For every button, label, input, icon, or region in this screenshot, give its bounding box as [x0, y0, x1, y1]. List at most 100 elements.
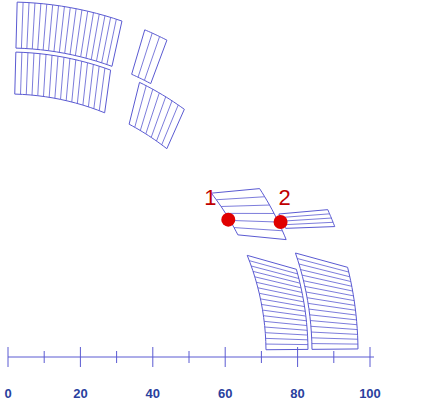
cable-strand [77, 61, 81, 103]
cable-strand [21, 2, 23, 48]
callout-dot [274, 215, 288, 229]
cable-strand [306, 292, 354, 301]
coil-block [247, 255, 308, 349]
axis-number: 100 [359, 387, 381, 400]
axis-tick [261, 351, 262, 363]
cable-strand [43, 4, 47, 50]
axis-number: 80 [290, 387, 304, 400]
cable-strand [297, 259, 348, 273]
axis-line [8, 357, 374, 358]
cable-strand [266, 338, 308, 339]
cable-strand [310, 321, 357, 325]
cable-strand [94, 66, 99, 109]
axis-number: 40 [146, 387, 160, 400]
coil-block [211, 189, 286, 240]
cable-strand [140, 89, 152, 130]
cable-strand [281, 214, 330, 218]
axis-tick [152, 347, 153, 367]
axis-tick [297, 347, 298, 367]
cable-strand [302, 275, 352, 286]
cable-strand [49, 55, 52, 97]
cable-strand [282, 218, 331, 221]
axis-tick [370, 347, 371, 367]
cable-strand [138, 33, 152, 77]
cable-strand [312, 343, 358, 345]
callout-dot [221, 213, 235, 227]
axis-tick [116, 351, 117, 363]
cable-strand [259, 293, 304, 302]
axis-number: 60 [218, 387, 232, 400]
cable-strand [21, 52, 22, 94]
cable-strand [38, 4, 41, 50]
coil-block [132, 30, 167, 84]
cable-strand [61, 57, 64, 99]
coil-block [129, 82, 184, 148]
coil-block [16, 2, 122, 66]
axis-number: 0 [4, 387, 11, 400]
cable-strand [226, 213, 275, 214]
cable-strand [144, 37, 159, 81]
cable-strand [151, 97, 166, 138]
cable-strand [263, 316, 306, 321]
cable-strand [221, 205, 269, 206]
cable-strand [249, 261, 297, 274]
cable-strand [234, 228, 282, 231]
cable-strand [266, 344, 308, 346]
cable-strand [135, 86, 146, 128]
axis-tick [44, 351, 45, 363]
cable-strand [26, 53, 28, 95]
cable-strand [256, 282, 302, 292]
callout-number: 2 [278, 187, 290, 209]
scale-axis [8, 347, 374, 367]
cable-strand [265, 333, 307, 335]
cable-strand [83, 63, 88, 105]
cable-strand [260, 299, 304, 307]
callout-number: 1 [204, 187, 216, 209]
axis-tick [8, 347, 9, 367]
cable-strand [305, 286, 354, 295]
cable-strand [72, 60, 76, 102]
cable-strand [70, 9, 76, 55]
cable-strand [307, 298, 355, 306]
cable-strand [49, 5, 53, 51]
cable-strand [107, 19, 116, 64]
cable-strand [55, 56, 58, 98]
coil-block [279, 210, 335, 229]
coil-block [295, 253, 358, 349]
cable-strand [27, 3, 29, 49]
cable-strand [263, 310, 306, 316]
cable-strand [59, 7, 64, 53]
cable-strand [75, 10, 82, 56]
axis-number: 20 [73, 387, 87, 400]
cable-strand [32, 53, 34, 95]
cable-strand [304, 281, 353, 291]
cable-strand [88, 64, 93, 106]
cable-strand [86, 13, 94, 59]
cable-strand [32, 3, 35, 49]
cable-strand [264, 321, 307, 325]
cable-strand [311, 332, 357, 334]
cable-strand [54, 6, 59, 52]
cable-strand [230, 220, 278, 222]
axis-tick [80, 347, 81, 367]
cable-strand [65, 8, 71, 54]
cable-strand [162, 105, 179, 145]
cable-strand [309, 309, 356, 315]
cable-strand [157, 101, 173, 141]
axis-tick [225, 347, 226, 367]
cable-strand [255, 277, 301, 288]
cable-strand [43, 54, 46, 96]
axis-tick [189, 351, 190, 363]
cable-strand [310, 315, 357, 320]
cable-strand [258, 288, 303, 297]
axis-tick [333, 351, 334, 363]
cable-strand [38, 54, 40, 96]
cable-strand [312, 338, 358, 339]
cable-strand [81, 11, 88, 57]
cable-strand [311, 326, 357, 329]
cable-strand [66, 58, 70, 100]
cable-strand [146, 93, 159, 134]
cable-strand [265, 327, 307, 330]
cable-strand [99, 68, 105, 111]
